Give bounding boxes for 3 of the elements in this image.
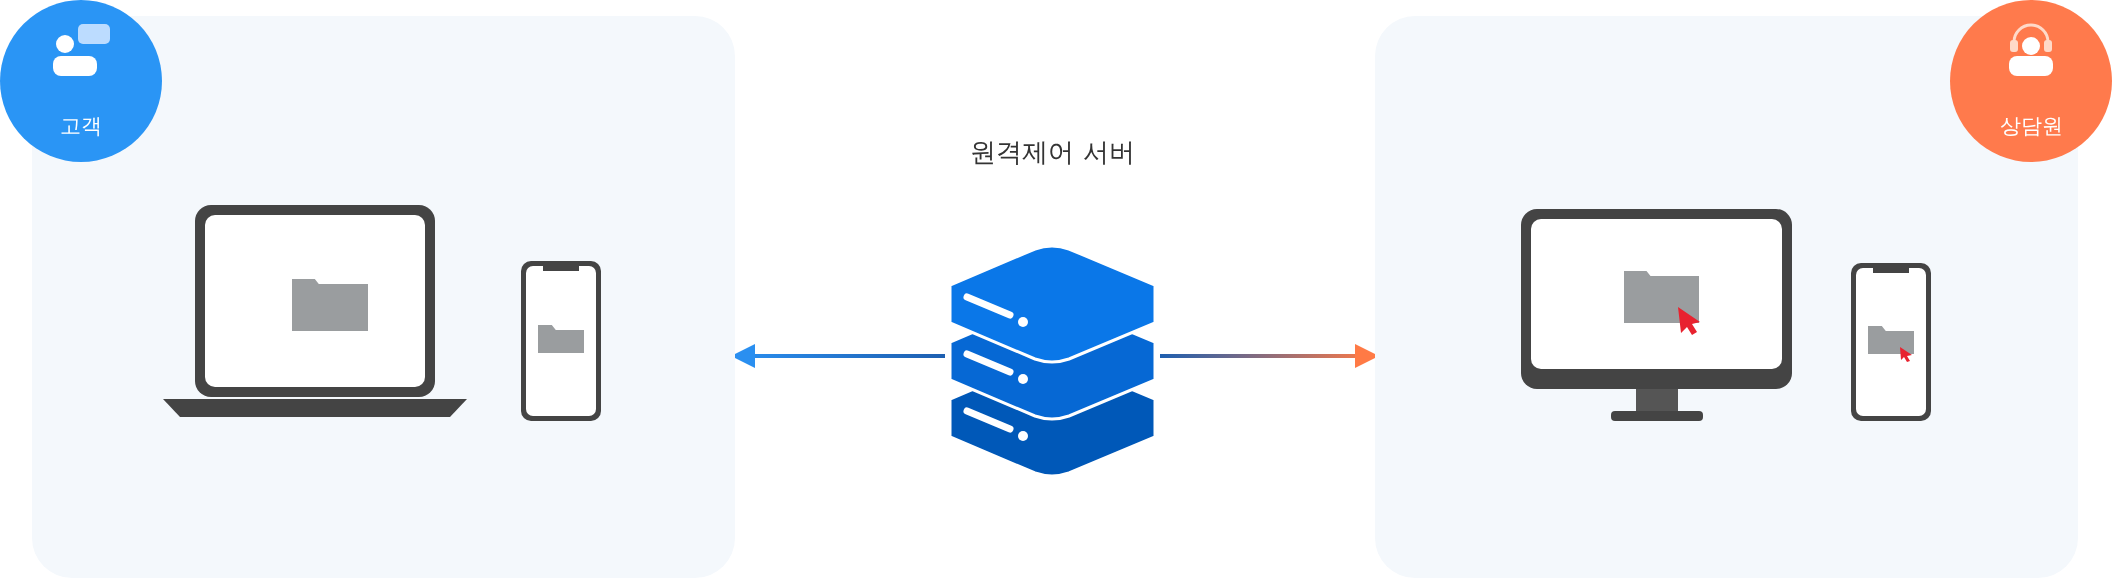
role-label: 고객 (59, 113, 103, 140)
server-label: 원격제어 서버 (969, 136, 1136, 169)
role-label: 상담원 (1998, 113, 2064, 140)
